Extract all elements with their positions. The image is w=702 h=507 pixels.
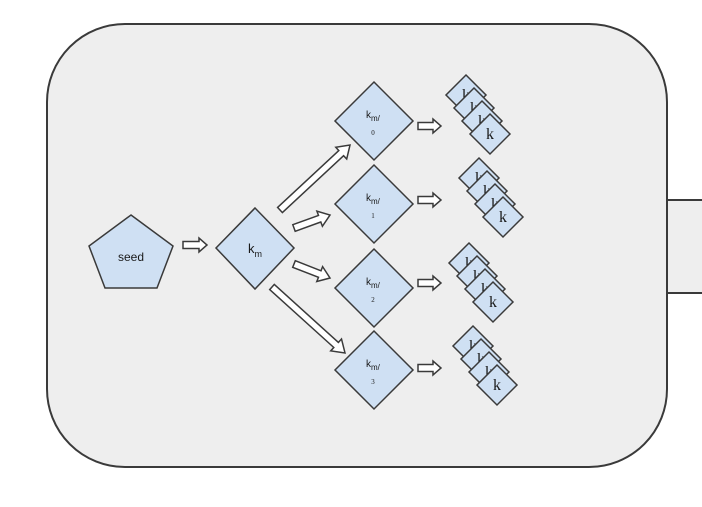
child-key-index: 1 xyxy=(371,212,375,220)
grandchild-key-diamond xyxy=(481,195,525,239)
child-key-index: 2 xyxy=(371,296,375,304)
arrow-to-child-0 xyxy=(276,144,351,214)
child-key-label: km/ xyxy=(366,359,381,372)
arrow-to-child-2 xyxy=(291,259,332,283)
grandchild-key-label: k xyxy=(493,377,501,394)
master-to-child-arrows xyxy=(268,144,351,354)
child-key-diamond xyxy=(333,163,415,245)
child-key-index: 3 xyxy=(371,378,375,386)
grandchild-key-diamond xyxy=(471,280,515,324)
child-keys: km/0km/1km/2km/3 xyxy=(333,80,415,411)
arrow-to-child-3 xyxy=(268,283,346,354)
master-key-sub: m xyxy=(255,249,263,259)
child-key-3: km/3 xyxy=(333,329,415,411)
child-key-diamond xyxy=(333,80,415,162)
child-key-1: km/1 xyxy=(333,163,415,245)
child-key-2: km/2 xyxy=(333,247,415,329)
arrow-to-grandchildren-0 xyxy=(417,117,443,135)
child-key-base: k xyxy=(366,110,372,121)
child-key-diamond xyxy=(333,247,415,329)
grandchild-key-label: k xyxy=(499,209,507,226)
wallet-body xyxy=(46,23,668,468)
arrow-to-child-1 xyxy=(291,210,332,233)
child-key-sub: m/ xyxy=(371,281,381,290)
grandchild-key: k xyxy=(468,112,512,156)
child-key-sub: m/ xyxy=(371,197,381,206)
grandchild-key: k xyxy=(471,280,515,324)
seed-label: seed xyxy=(118,250,144,264)
grandchild-key: k xyxy=(481,195,525,239)
svg-text:km: km xyxy=(248,241,262,259)
child-key-index: 0 xyxy=(371,129,375,137)
grandchild-key-label: k xyxy=(486,126,494,143)
arrow-to-grandchildren-3 xyxy=(417,359,443,377)
seed-node: seed xyxy=(88,214,174,289)
grandchild-key: k xyxy=(475,363,519,407)
seed-to-master-arrow xyxy=(182,236,209,254)
grandchild-key-diamond xyxy=(475,363,519,407)
seed-pentagon xyxy=(88,214,174,289)
grandchild-key-diamond xyxy=(468,112,512,156)
grandchild-key-stacks: kkkkkkkkkkkkkkkk xyxy=(444,73,525,407)
child-key-sub: m/ xyxy=(371,114,381,123)
child-key-label: km/ xyxy=(366,193,381,206)
child-key-base: k xyxy=(366,193,372,204)
child-to-grandchild-arrows xyxy=(417,117,443,377)
child-key-label: km/ xyxy=(366,110,381,123)
seed-arrow xyxy=(182,236,209,254)
arrow-to-grandchildren-1 xyxy=(417,191,443,209)
child-key-diamond xyxy=(333,329,415,411)
child-key-sub: m/ xyxy=(371,363,381,372)
master-key-node: km xyxy=(214,206,296,291)
grandchild-key-label: k xyxy=(489,294,497,311)
master-key-diamond xyxy=(214,206,296,291)
arrow-to-grandchildren-2 xyxy=(417,274,443,292)
child-key-base: k xyxy=(366,359,372,370)
child-key-label: km/ xyxy=(366,277,381,290)
master-key-base: k xyxy=(248,241,255,256)
child-key-base: k xyxy=(366,277,372,288)
child-key-0: km/0 xyxy=(333,80,415,162)
